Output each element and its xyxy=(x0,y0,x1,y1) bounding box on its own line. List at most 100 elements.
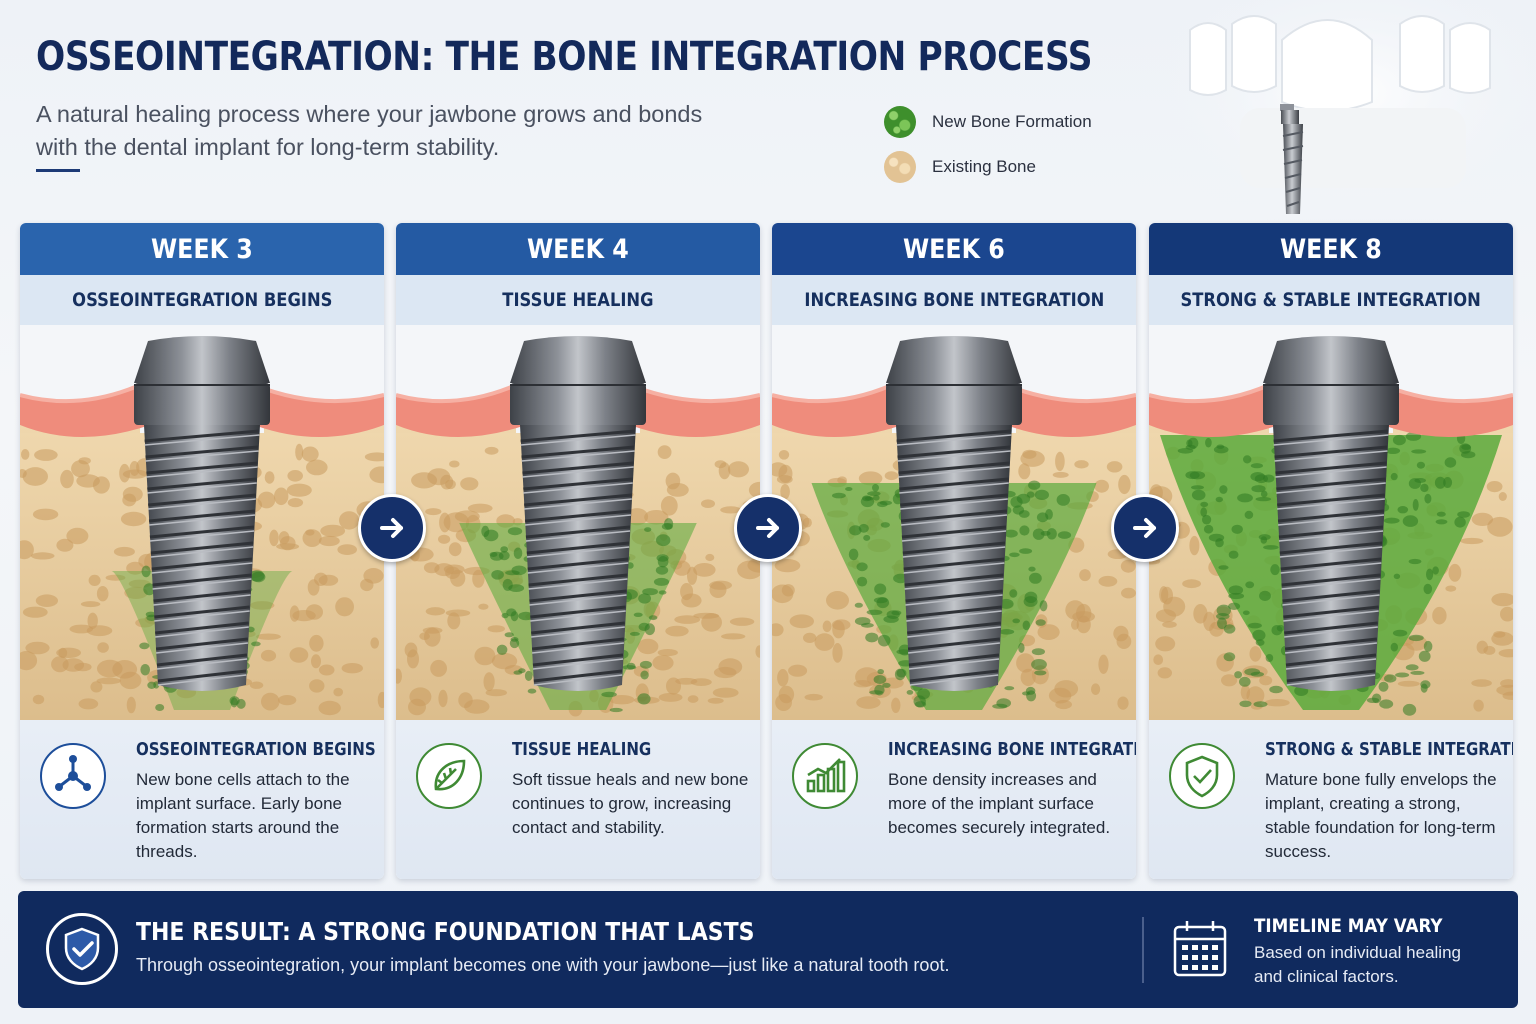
new-bone-cell xyxy=(874,583,887,595)
new-bone-cell xyxy=(1009,552,1020,558)
new-bone-swatch xyxy=(884,106,916,138)
bone-pore xyxy=(720,506,742,514)
implant-thread xyxy=(900,498,1008,510)
card-body-text: New bone cells attach to the implant sur… xyxy=(136,770,350,861)
bone-pore xyxy=(286,483,312,497)
new-bone-cell xyxy=(504,632,514,638)
new-bone-cell xyxy=(1405,664,1419,671)
new-bone-cell xyxy=(1216,604,1231,617)
new-bone-cell xyxy=(1414,478,1426,483)
bone-pore xyxy=(701,499,715,508)
implant-thread xyxy=(150,546,254,558)
bone-pore xyxy=(425,508,442,516)
implant-abutment xyxy=(1263,336,1399,383)
bone-pore xyxy=(856,696,881,709)
bone-pore xyxy=(1397,680,1420,687)
implant-thread xyxy=(146,466,258,478)
new-bone-cell xyxy=(1188,437,1199,449)
bone-pore xyxy=(1020,450,1045,467)
implant-thread xyxy=(525,530,631,542)
new-bone-cell xyxy=(854,602,863,608)
bone-pore xyxy=(32,694,45,705)
bone-pore xyxy=(256,633,281,640)
new-bone-cell xyxy=(1026,690,1037,702)
new-bone-cell xyxy=(1185,471,1200,480)
implant-thread xyxy=(1280,557,1382,571)
card-header: WEEK 4 xyxy=(396,223,760,275)
bone-pore xyxy=(1498,649,1513,658)
card-body-title: TISSUE HEALING xyxy=(512,740,652,760)
bone-pore xyxy=(674,615,701,624)
bone-pore xyxy=(1249,646,1262,662)
bone-pore xyxy=(97,642,109,653)
bone-pore xyxy=(1065,600,1086,620)
card-subtitle: OSSEOINTEGRATION BEGINS xyxy=(20,275,384,325)
bone-pore xyxy=(97,659,123,678)
bone-pore xyxy=(377,691,384,709)
bone-pore xyxy=(855,667,880,687)
new-bone-cell xyxy=(854,617,871,626)
bone-pore xyxy=(814,633,835,651)
new-bone-cell xyxy=(1410,670,1425,675)
new-bone-cell xyxy=(1392,434,1406,446)
bone-pore xyxy=(22,606,48,618)
card-header: WEEK 6 xyxy=(772,223,1136,275)
new-bone-cell xyxy=(1250,463,1263,469)
bone-pore xyxy=(1264,699,1290,707)
new-bone-cell xyxy=(1200,501,1209,508)
new-bone-cell xyxy=(873,494,880,501)
implant-thread xyxy=(531,621,625,635)
implant-thread xyxy=(908,642,1000,654)
new-bone-cell xyxy=(917,688,930,700)
implant-thread xyxy=(901,530,1007,542)
implant-thread xyxy=(144,429,260,443)
bone-pore xyxy=(891,697,901,713)
stage-card-week-8: WEEK 8 STRONG & STABLE INTEGRATION STRON… xyxy=(1149,223,1513,879)
bone-pore xyxy=(774,559,801,573)
implant-thread xyxy=(907,637,1001,651)
new-bone-cell xyxy=(882,682,891,688)
bone-pore xyxy=(454,510,480,523)
shield-check-icon xyxy=(1169,743,1235,809)
bone-pore xyxy=(434,563,454,577)
bone-pore xyxy=(1116,633,1132,649)
stage-card-week-4: WEEK 4 TISSUE HEALING TISSUE HEALING Sof… xyxy=(396,223,760,879)
legend-item-existing-bone: Existing Bone xyxy=(884,151,1092,183)
implant-thread xyxy=(148,514,256,526)
implant-thread xyxy=(522,461,634,475)
bone-pore xyxy=(339,511,360,530)
bone-pore xyxy=(22,467,48,486)
new-bone-cell xyxy=(1392,629,1408,637)
new-bone-cell xyxy=(500,546,509,553)
new-bone-cell xyxy=(1046,528,1057,540)
new-bone-cell xyxy=(146,614,157,621)
implant-thread xyxy=(896,434,1012,446)
new-bone-cell xyxy=(518,668,526,674)
bone-pore xyxy=(658,692,683,702)
new-bone-cell xyxy=(139,642,150,650)
bone-pore xyxy=(1037,624,1060,640)
calendar-icon xyxy=(1173,921,1227,977)
bone-pore xyxy=(425,607,446,616)
new-bone-cell xyxy=(1383,517,1400,524)
implant-thread xyxy=(905,594,1003,606)
implant-thread xyxy=(1283,605,1379,619)
implant-collar xyxy=(886,383,1022,425)
bone-pore xyxy=(826,591,849,610)
bone-pore xyxy=(369,466,384,484)
bone-pore xyxy=(1098,654,1109,674)
new-bone-cell xyxy=(639,660,652,669)
new-bone-cell xyxy=(506,608,517,617)
new-bone-cell xyxy=(860,496,875,508)
implant-thread xyxy=(1275,466,1387,478)
week-label: WEEK 6 xyxy=(903,233,1005,265)
implant-thread xyxy=(527,562,629,574)
card-body-text: Bone density increases and more of the i… xyxy=(888,770,1111,837)
bone-pore xyxy=(20,651,38,671)
new-bone-cell xyxy=(633,612,643,617)
stage-subtitle: STRONG & STABLE INTEGRATION xyxy=(1180,289,1482,311)
new-bone-cell xyxy=(141,565,151,578)
bone-pore xyxy=(665,625,689,637)
divider xyxy=(1142,917,1144,983)
bone-pore xyxy=(35,594,58,607)
